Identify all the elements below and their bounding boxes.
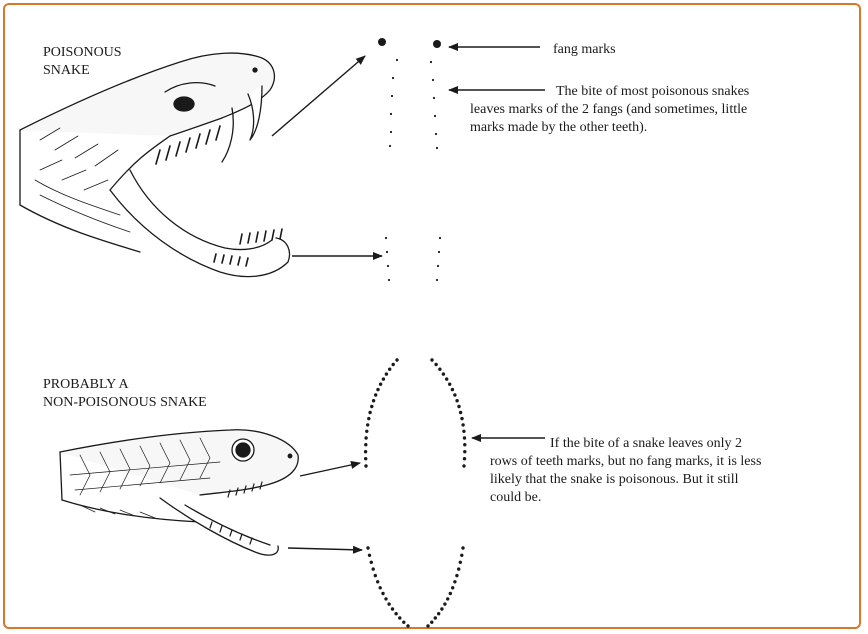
arrow-np-upper bbox=[300, 463, 360, 476]
arrow-np-lower bbox=[288, 548, 362, 550]
tooth-mark-dot bbox=[459, 561, 462, 564]
tooth-mark-dot bbox=[438, 368, 441, 371]
tooth-mark-dot bbox=[366, 546, 369, 549]
tooth-mark-dot bbox=[364, 436, 367, 439]
tooth-mark-dot bbox=[387, 602, 390, 605]
tooth-mark-dot bbox=[388, 368, 391, 371]
tooth-mark-dot bbox=[395, 358, 398, 361]
tooth-mark-dot bbox=[385, 372, 388, 375]
poisonous-snake-head bbox=[20, 53, 290, 277]
non-poisonous-snake-label: PROBABLY A NON-POISONOUS SNAKE bbox=[43, 376, 263, 412]
non-poisonous-snake-head bbox=[60, 430, 298, 555]
fang-marks-label: fang marks bbox=[553, 41, 616, 59]
tooth-mark-dot bbox=[384, 597, 387, 600]
tooth-mark-dot bbox=[368, 554, 371, 557]
poisonous-tooth-marks bbox=[385, 59, 441, 281]
arrow-fang-to-mark bbox=[272, 56, 365, 136]
tooth-mark-dot bbox=[462, 430, 465, 433]
tooth-mark-dot bbox=[451, 388, 454, 391]
tooth-mark-dot bbox=[374, 393, 377, 396]
tooth-mark-dot bbox=[372, 399, 375, 402]
poisonous-snake-label: POISONOUS SNAKE bbox=[43, 44, 183, 80]
tooth-mark-dot bbox=[430, 621, 433, 624]
tooth-mark-dot bbox=[453, 393, 456, 396]
poisonous-bite-note: The bite of most poisonous snakes leaves… bbox=[470, 83, 830, 137]
tooth-mark-dot bbox=[442, 372, 445, 375]
tooth-mark-dot bbox=[365, 430, 368, 433]
tooth-mark-dot bbox=[449, 592, 452, 595]
tooth-mark-dot bbox=[406, 624, 409, 627]
tooth-mark-dot bbox=[379, 383, 382, 386]
non-poisonous-tooth-marks bbox=[364, 358, 467, 627]
tooth-mark-dot bbox=[462, 464, 465, 467]
tooth-mark-dot bbox=[460, 554, 463, 557]
tooth-mark-dot bbox=[374, 574, 377, 577]
tooth-mark-dot bbox=[434, 363, 437, 366]
tooth-mark-dot bbox=[445, 377, 448, 380]
tooth-mark-dot bbox=[457, 405, 460, 408]
tooth-mark-dot bbox=[364, 457, 367, 460]
tooth-mark-dot bbox=[376, 388, 379, 391]
tooth-mark-dot bbox=[372, 567, 375, 570]
tooth-mark-dot bbox=[463, 450, 466, 453]
tooth-mark-dot bbox=[398, 616, 401, 619]
tooth-mark-dot bbox=[367, 417, 370, 420]
tooth-mark-dot bbox=[382, 377, 385, 380]
tooth-mark-dot bbox=[443, 602, 446, 605]
tooth-mark-dot bbox=[455, 399, 458, 402]
tooth-mark-dot bbox=[364, 450, 367, 453]
tooth-mark-dot bbox=[460, 417, 463, 420]
tooth-mark-dot bbox=[394, 612, 397, 615]
tooth-mark-dot bbox=[463, 457, 466, 460]
tooth-mark-dot bbox=[364, 464, 367, 467]
tooth-mark-dot bbox=[463, 436, 466, 439]
tooth-mark-dot bbox=[461, 546, 464, 549]
tooth-mark-dot bbox=[392, 363, 395, 366]
tooth-mark-dot bbox=[402, 621, 405, 624]
tooth-mark-dot bbox=[364, 443, 367, 446]
tooth-mark-dot bbox=[440, 607, 443, 610]
tooth-mark-dot bbox=[391, 607, 394, 610]
tooth-mark-dot bbox=[457, 567, 460, 570]
tooth-mark-dot bbox=[379, 586, 382, 589]
tooth-mark-dot bbox=[426, 624, 429, 627]
tooth-mark-dot bbox=[437, 612, 440, 615]
tooth-mark-dot bbox=[430, 358, 433, 361]
tooth-mark-dot bbox=[366, 423, 369, 426]
tooth-mark-dot bbox=[370, 405, 373, 408]
tooth-mark-dot bbox=[446, 597, 449, 600]
non-poisonous-bite-note: If the bite of a snake leaves only 2 row… bbox=[490, 435, 835, 507]
tooth-mark-dot bbox=[376, 580, 379, 583]
tooth-mark-dot bbox=[448, 383, 451, 386]
tooth-mark-dot bbox=[459, 411, 462, 414]
tooth-mark-dot bbox=[453, 580, 456, 583]
fang-marks bbox=[378, 38, 441, 48]
tooth-mark-dot bbox=[434, 616, 437, 619]
tooth-mark-dot bbox=[461, 423, 464, 426]
tooth-mark-dot bbox=[455, 574, 458, 577]
tooth-mark-dot bbox=[463, 443, 466, 446]
tooth-mark-dot bbox=[381, 592, 384, 595]
tooth-mark-dot bbox=[451, 586, 454, 589]
tooth-mark-dot bbox=[370, 561, 373, 564]
tooth-mark-dot bbox=[368, 411, 371, 414]
